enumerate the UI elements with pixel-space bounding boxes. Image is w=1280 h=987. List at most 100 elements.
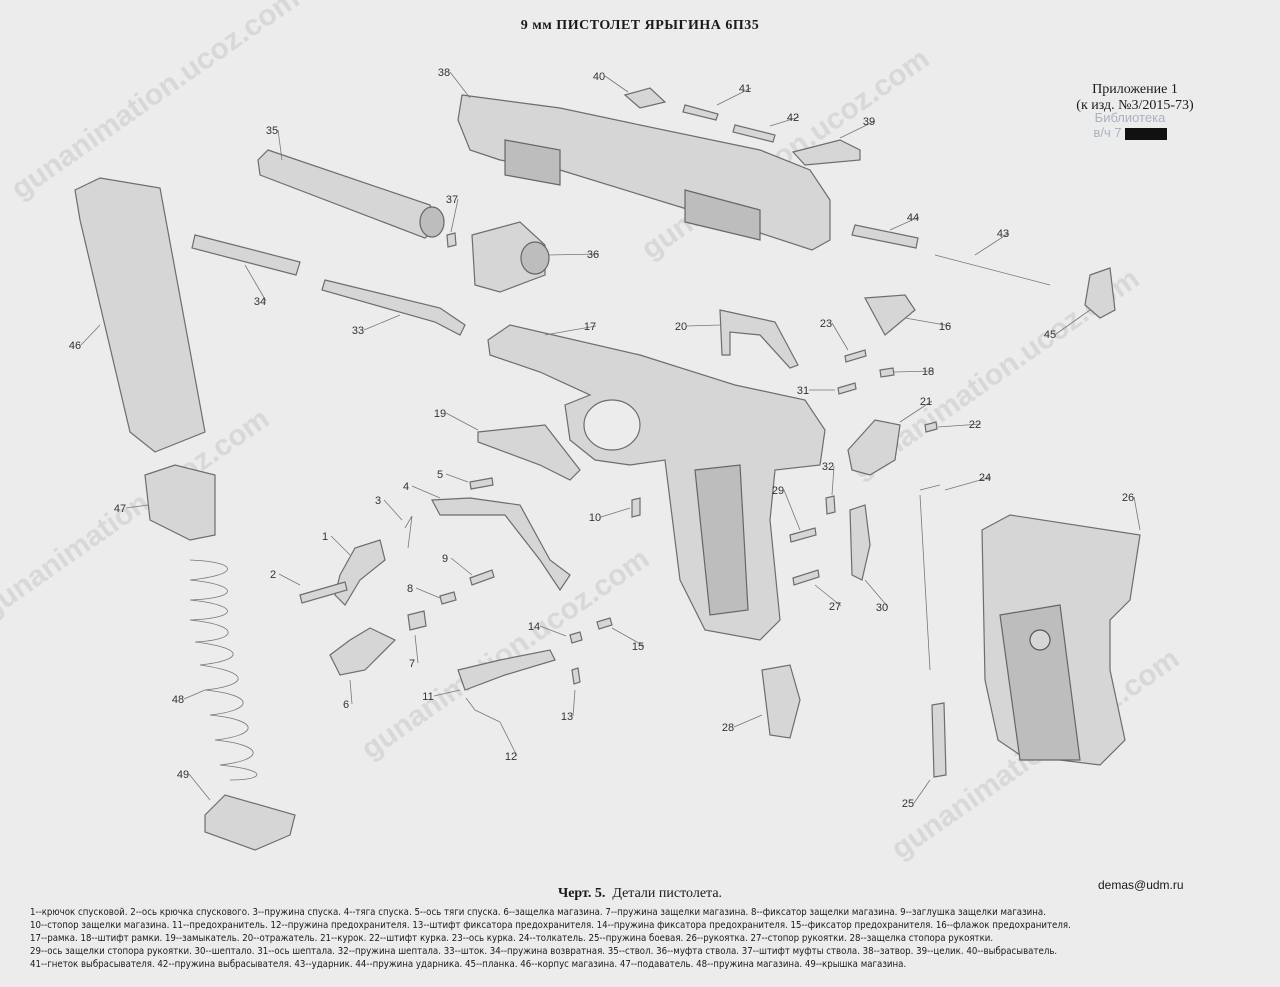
part-mainspring (931, 702, 947, 778)
part-disconnector (477, 424, 581, 481)
part-grip (981, 514, 1141, 766)
leader-line-34 (244, 264, 267, 302)
part-ejector (719, 309, 799, 369)
callout-13: 13 (561, 711, 573, 723)
leader-line-21 (899, 400, 933, 423)
leader-line-44 (889, 216, 920, 231)
legend-line: 17--рамка. 18--штифт рамки. 19--замыкате… (30, 933, 994, 944)
callout-26: 26 (1122, 492, 1134, 504)
drawing-title: 9 мм ПИСТОЛЕТ ЯРЫГИНА 6П35 (520, 18, 760, 33)
callout-18: 18 (922, 366, 934, 378)
leader-lines (80, 71, 1141, 804)
callout-16: 16 (939, 321, 951, 333)
callout-11: 11 (422, 691, 433, 703)
leader-line-12 (499, 721, 518, 757)
callout-41: 41 (739, 83, 751, 95)
leader-line-3 (383, 499, 403, 521)
leader-line-9 (450, 557, 473, 576)
callout-27: 27 (829, 601, 841, 613)
legend-line: 1--крючок спусковой. 2--ось крючка спуск… (30, 907, 1046, 918)
callout-29: 29 (772, 485, 784, 497)
part-slide (457, 94, 831, 251)
leader-line-45 (1055, 309, 1091, 335)
part-recoil-spring (191, 234, 301, 276)
part-hammer (847, 419, 901, 476)
leader-line-1 (330, 535, 351, 556)
leader-line-38 (449, 71, 471, 99)
callout-24: 24 (979, 472, 991, 484)
leader-line-2 (278, 573, 301, 586)
callout-15: 15 (632, 641, 644, 653)
part-trigger-bar (431, 497, 571, 592)
appendix-note: Приложение 1 (к изд. №3/2015-73) (1040, 82, 1230, 114)
legend-line: 29--ось защелки стопора рукоятки. 30--ше… (30, 946, 1058, 957)
callout-1: 1 (322, 531, 328, 543)
callout-7: 7 (409, 658, 415, 670)
callout-33: 33 (352, 325, 364, 337)
part-rear-sight (791, 139, 861, 166)
leader-line-32 (831, 465, 835, 496)
leader-line-7 (414, 634, 419, 664)
callout-4: 4 (403, 481, 409, 493)
legend-line: 10--стопор защелки магазина. 11--предохр… (30, 920, 1071, 931)
callout-25: 25 (902, 798, 914, 810)
part-sear (849, 504, 871, 581)
callout-3: 3 (375, 495, 381, 507)
callout-5: 5 (437, 469, 443, 481)
callout-21: 21 (920, 396, 932, 408)
stamp-line: Библиотека (1094, 110, 1166, 125)
leader-line-30 (864, 579, 889, 608)
part-trigger (334, 539, 386, 606)
leader-line-11 (433, 689, 461, 697)
callout-labels: 1234567891011121314151617181920212223242… (69, 67, 1134, 810)
leader-line-49 (188, 773, 211, 801)
part-safety (457, 649, 556, 691)
leader-line-13 (572, 689, 576, 717)
part-barrel-bushing (471, 221, 550, 293)
callout-17: 17 (584, 321, 596, 333)
leader-line-26 (1133, 496, 1141, 531)
callout-40: 40 (593, 71, 605, 83)
stamp-line: в/ч 7 (1070, 125, 1190, 140)
leader-line-35 (277, 129, 283, 161)
legend-line: 41--гнеток выбрасывателя. 42--пружина вы… (30, 959, 907, 970)
callout-22: 22 (969, 419, 981, 431)
callout-43: 43 (997, 228, 1009, 240)
callout-31: 31 (797, 385, 809, 397)
callout-49: 49 (177, 769, 189, 781)
leader-line-20 (686, 324, 721, 327)
callout-28: 28 (722, 722, 734, 734)
part-frame (487, 324, 826, 641)
callout-14: 14 (528, 621, 540, 633)
caption-label: Черт. 5. (557, 886, 606, 901)
leader-line-5 (445, 473, 469, 483)
leader-line-4 (411, 485, 441, 499)
callout-36: 36 (587, 249, 599, 261)
callout-9: 9 (442, 553, 448, 565)
part-extractor (623, 87, 667, 109)
part-magazine-spring (189, 559, 258, 781)
callout-44: 44 (907, 212, 919, 224)
leader-line-10 (600, 507, 631, 518)
leader-line-37 (450, 198, 459, 233)
leader-line-41 (716, 87, 752, 106)
part-firing-pin (934, 254, 1051, 286)
callout-34: 34 (254, 296, 266, 308)
leader-line-15 (611, 627, 645, 647)
callout-37: 37 (446, 194, 458, 206)
appendix-line: Приложение 1 (1092, 82, 1178, 97)
part-firing-pin-spring (851, 224, 919, 249)
callout-2: 2 (270, 569, 276, 581)
part-pusher (919, 484, 941, 671)
leader-line-42 (769, 116, 800, 127)
callout-48: 48 (172, 694, 184, 706)
credit-email: demas@udm.ru (1098, 878, 1184, 892)
leader-line-46 (80, 324, 101, 346)
leader-line-8 (415, 587, 441, 599)
parts-legend: 1--крючок спусковой. 2--ось крючка спуск… (30, 906, 1250, 971)
figure-caption: Черт. 5. Детали пистолета. (0, 886, 1280, 902)
callout-42: 42 (787, 112, 799, 124)
leader-line-33 (363, 314, 401, 331)
